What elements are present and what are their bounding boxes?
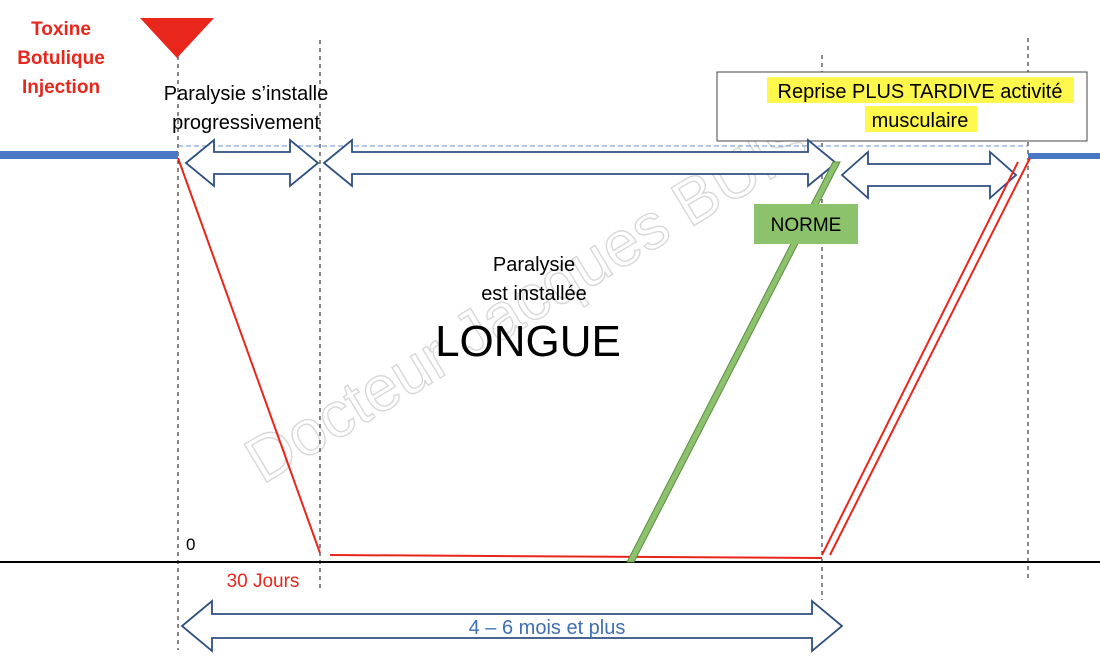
zero-label: 0	[186, 535, 195, 554]
phase1-label-line-2: progressivement	[172, 112, 320, 134]
injection-label-line-3: Injection	[22, 77, 100, 98]
reprise-label-line-2: musculaire	[872, 110, 969, 132]
recovery-line-a	[821, 161, 1019, 556]
reprise-highlight-1	[767, 77, 1074, 103]
paralysis-onset-line	[177, 157, 321, 554]
double-arrow-icon	[840, 150, 1018, 200]
reprise-highlight-2	[865, 106, 977, 132]
span-label: 4 – 6 mois et plus	[469, 617, 626, 639]
triangle-down-icon	[140, 18, 214, 58]
normal-activity-bar-right	[1028, 153, 1100, 159]
duration-label: LONGUE	[435, 317, 621, 366]
paralysis-plateau-line	[329, 554, 823, 559]
days-label: 30 Jours	[227, 571, 300, 592]
norm-recovery-bar	[626, 161, 841, 563]
norme-label: NORME	[771, 215, 842, 236]
normal-activity-bar-left	[0, 151, 178, 159]
phase1-label-line-1: Paralysie s’installe	[164, 83, 329, 105]
recovery-line-b	[829, 157, 1031, 556]
installed-label-line-2: est installée	[481, 283, 587, 305]
reprise-label-line-1: Reprise PLUS TARDIVE activité	[778, 81, 1063, 103]
injection-label-line-1: Toxine	[31, 19, 91, 40]
installed-label-line-1: Paralysie	[493, 254, 575, 276]
double-arrow-icon	[184, 138, 320, 188]
double-arrow-icon	[180, 599, 844, 653]
norme-label-box	[754, 204, 858, 244]
injection-label-line-2: Botulique	[17, 48, 105, 69]
